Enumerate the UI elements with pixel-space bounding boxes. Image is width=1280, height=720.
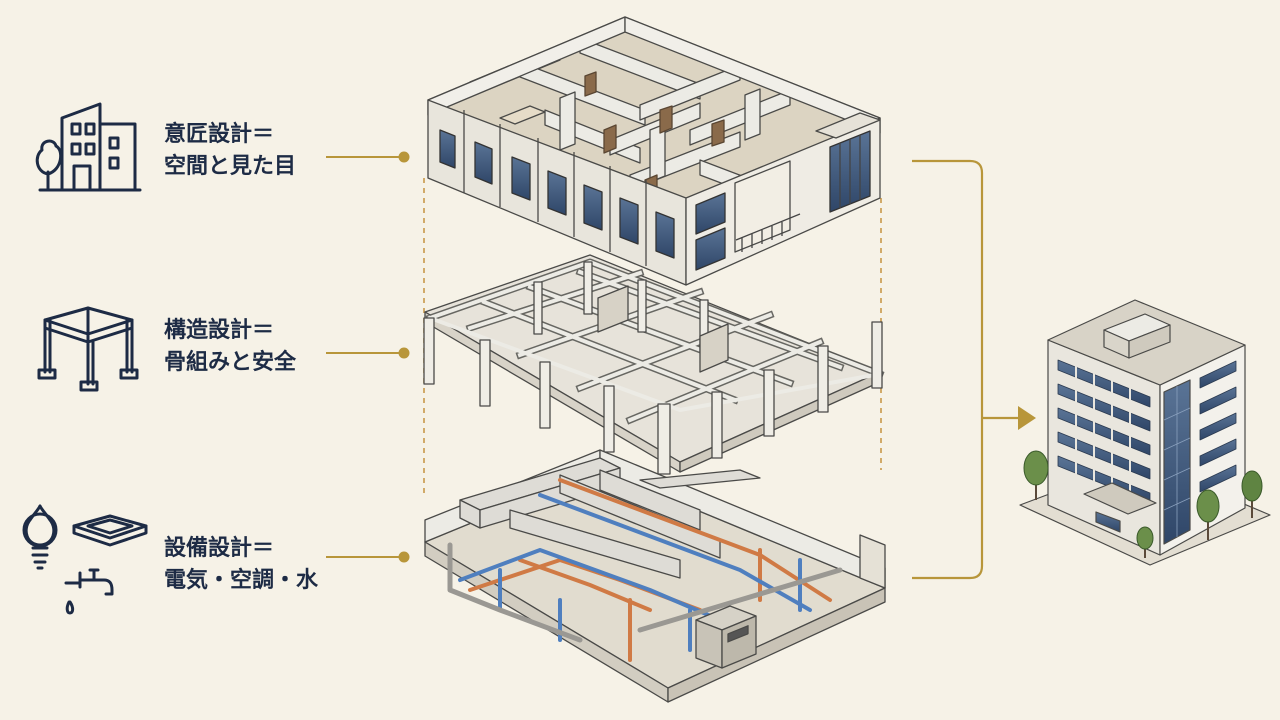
- label-mep-title: 設備設計＝: [164, 536, 275, 561]
- label-mep: 設備設計＝ 電気・空調・水: [164, 533, 318, 597]
- finished-building: [1019, 299, 1271, 566]
- tree-icon: [1023, 450, 1263, 558]
- label-structure-subtitle: 骨組みと安全: [164, 350, 297, 375]
- frame-icon: [37, 306, 139, 392]
- arrow-right-icon: [1018, 406, 1036, 430]
- label-design-title: 意匠設計＝: [164, 122, 275, 147]
- label-structure: 構造設計＝ 骨組みと安全: [164, 315, 296, 379]
- mep-layer: [424, 449, 886, 703]
- label-design: 意匠設計＝ 空間と見た目: [164, 119, 296, 183]
- utilities-icon: [22, 504, 148, 615]
- label-structure-title: 構造設計＝: [164, 318, 275, 343]
- design-layer: [427, 16, 881, 286]
- dashed-guides: [423, 178, 882, 495]
- structure-layer: [423, 254, 885, 475]
- label-design-subtitle: 空間と見た目: [164, 154, 297, 179]
- bracket-connector: [912, 159, 1020, 580]
- connector-left: [326, 151, 410, 563]
- label-mep-subtitle: 電気・空調・水: [164, 568, 319, 593]
- building-icon: [35, 102, 142, 192]
